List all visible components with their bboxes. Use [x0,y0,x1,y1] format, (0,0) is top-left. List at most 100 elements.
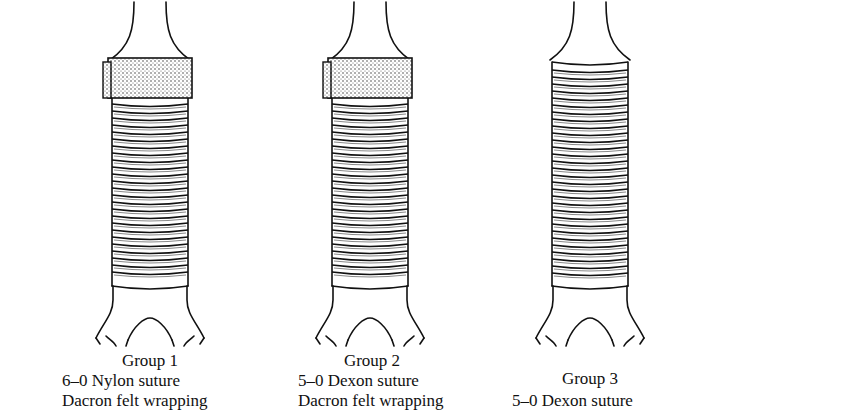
graft-ridge [114,121,186,123]
graft-ridge [332,118,408,121]
graft-ridge [554,115,626,117]
graft-ridge [334,275,406,277]
graft-ridge [554,73,626,75]
graft-ridge [552,84,628,87]
graft-ridge [552,224,628,227]
graft-ridge [334,163,406,165]
graft-ridge [554,143,626,145]
graft-ridge [114,149,186,151]
graft-ridge [552,259,628,262]
graft-ridge [112,251,188,254]
graft-ridge [552,273,628,276]
graft-ridge [332,216,408,219]
graft-ridge [114,170,186,172]
graft-ridge [334,233,406,235]
graft-ridge [334,135,406,137]
graft-ridge [552,189,628,192]
graft-ridge [554,234,626,236]
graft-ridge [334,254,406,256]
graft-ridge [554,192,626,194]
group-label: Group 2 [344,352,400,371]
graft-ridge [332,139,408,142]
caption-text: 5–0 Dexon suture [512,392,633,411]
graft-ridge [334,114,406,116]
graft-ridge [332,132,408,135]
graft-ridge [554,262,626,264]
graft-ridge [114,254,186,256]
graft-ridge [334,170,406,172]
graft-ridge [552,70,628,73]
graft-ridge [332,125,408,128]
graft-ridge [554,80,626,82]
graft-ridge [552,112,628,115]
graft-ridge [334,156,406,158]
group-label: Group 3 [562,370,618,389]
graft-ridge [554,157,626,159]
graft-ridge [554,213,626,215]
graft-ridge [114,128,186,130]
graft-ridge [554,227,626,229]
graft-ridge [552,252,628,255]
graft-ridge [114,163,186,165]
graft-ridge [334,191,406,193]
graft-ridge [114,142,186,144]
graft-ridge [114,268,186,270]
graft-ridge [332,181,408,184]
graft-ridge [332,244,408,247]
graft-ridge [112,244,188,247]
graft-ridge [114,275,186,277]
graft-ridge [334,212,406,214]
graft-ridge [114,114,186,116]
graft-ridge [334,177,406,179]
graft-ridge [552,196,628,199]
graft-ridge [552,175,628,178]
graft-ridge [332,146,408,149]
graft-ridge [112,104,188,107]
graft-ridge [112,153,188,156]
graft-ridge [114,191,186,193]
graft-ridge [114,247,186,249]
graft-ridge [332,223,408,226]
graft-ridge [114,198,186,200]
graft-ridge [112,181,188,184]
graft-ridge [554,185,626,187]
graft-ridge [332,237,408,240]
graft-ridge [332,202,408,205]
graft-ridge [552,91,628,94]
graft-ridge [112,132,188,135]
group2-figure [316,2,424,346]
graft-ridge [552,266,628,269]
graft-ridge [332,265,408,268]
graft-ridge [554,269,626,271]
graft-ridge [112,118,188,121]
graft-ridge [114,135,186,137]
graft-ridge [112,223,188,226]
graft-ridge [334,247,406,249]
graft-ridge [112,202,188,205]
graft-ridge [112,265,188,268]
graft-ridge [554,101,626,103]
caption-text: Dacron felt wrapping [62,392,207,411]
graft-ridge [554,129,626,131]
graft-ridge [554,178,626,180]
graft-ridge [332,188,408,191]
graft-ridge [552,147,628,150]
graft-ridge [114,240,186,242]
graft-ridge [554,241,626,243]
graft-ridge [112,258,188,261]
graft-ridge [554,248,626,250]
graft-ridge [554,108,626,110]
graft-ridge [552,168,628,171]
graft-ridge [552,98,628,101]
graft-ridge [552,154,628,157]
graft-ridge [554,136,626,138]
graft-ridge [552,77,628,80]
graft-ridge [554,199,626,201]
graft-ridge [112,237,188,240]
graft-ridge [332,258,408,261]
graft-ridge [112,139,188,142]
graft-ridge [112,230,188,233]
graft-ridge [334,268,406,270]
graft-ridge [112,125,188,128]
